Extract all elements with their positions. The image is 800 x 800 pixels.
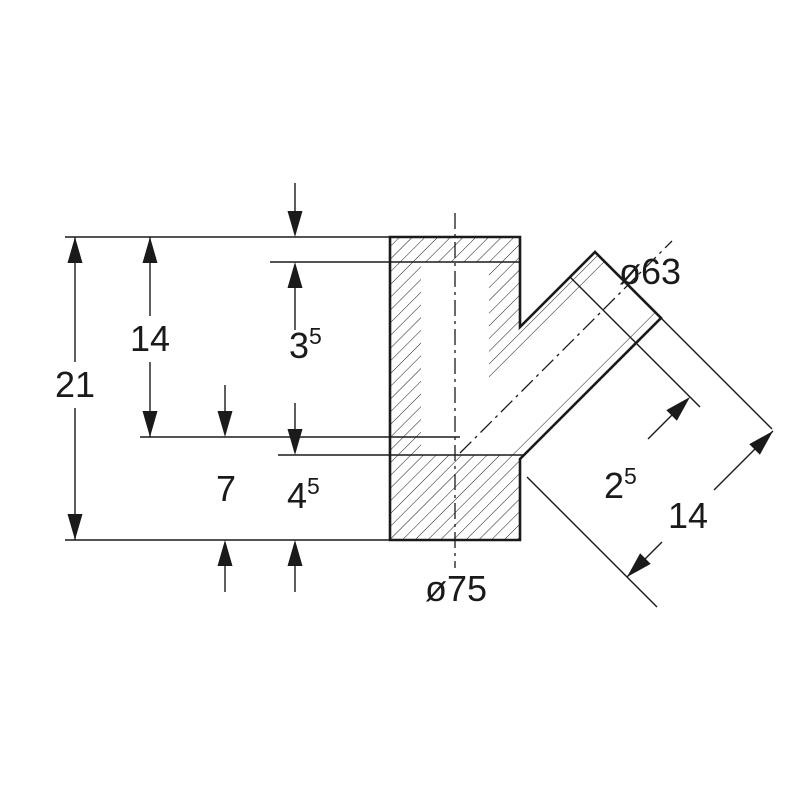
extension-line-branch-base: [526, 476, 658, 608]
arrow-up-right-icon: [749, 431, 773, 455]
arrow-up-right-icon: [666, 397, 690, 421]
arrow-up-icon: [142, 237, 158, 263]
arrow-down-icon: [287, 429, 303, 455]
branch-insertion-line: [569, 276, 701, 408]
centerlines: [454, 213, 673, 568]
arrow-down-left-icon: [627, 553, 651, 577]
dim-14-branch-label: 14: [668, 495, 708, 536]
arrow-up-icon: [67, 237, 83, 263]
dim-upper-height: 14: [130, 237, 170, 437]
dim-14-left-label: 14: [130, 318, 170, 359]
dimension-line: [647, 412, 675, 440]
arrow-up-icon: [287, 262, 303, 288]
dim-branch-length: 14: [626, 430, 774, 578]
branch-centerline: [459, 240, 673, 454]
dim-4-5-label: 45: [287, 473, 320, 516]
arrow-down-icon: [217, 411, 233, 437]
dim-overall-height: 21: [55, 237, 95, 540]
dim-21-label: 21: [55, 364, 95, 405]
dim-7-label: 7: [216, 468, 236, 509]
branch-bore: [489, 262, 651, 455]
extension-line-branch-face: [660, 317, 773, 430]
dim-3-5-label: 35: [289, 323, 322, 366]
arrow-up-icon: [287, 540, 303, 566]
dim-lower-height: 7: [216, 385, 236, 592]
diameter-labels: ø63 ø75: [425, 251, 681, 609]
branch-diameter-label: ø63: [619, 251, 681, 292]
arrow-up-icon: [217, 540, 233, 566]
dim-top-insertion: 35: [287, 183, 322, 366]
arrow-down-icon: [67, 514, 83, 540]
dim-2-5-label: 25: [604, 463, 637, 506]
dim-bottom-insertion: 45: [287, 403, 320, 592]
dim-branch-insertion: 25: [604, 397, 690, 506]
arrow-down-icon: [287, 211, 303, 237]
main-diameter-label: ø75: [425, 568, 487, 609]
arrow-down-icon: [142, 411, 158, 437]
